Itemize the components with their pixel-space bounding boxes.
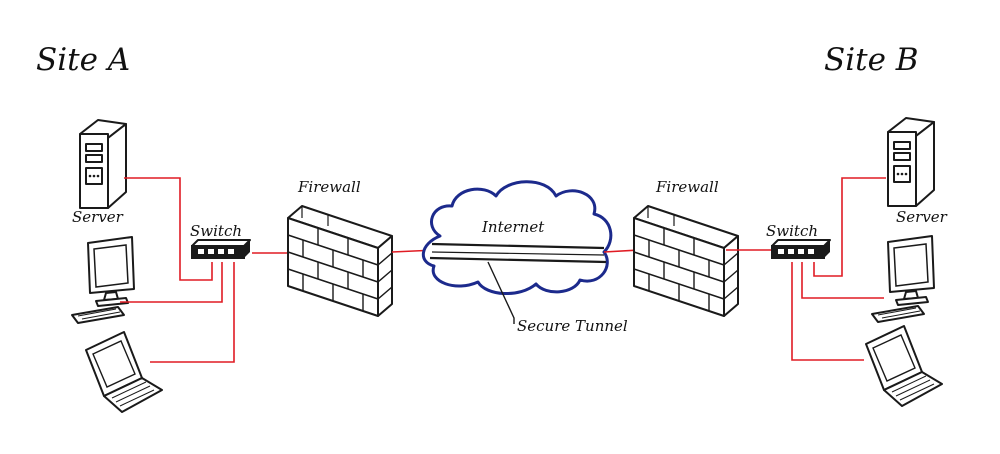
site-a-switch [191,239,251,259]
tunnel-pointer [487,261,515,324]
site-a-cables [120,177,292,363]
internet-cloud [422,180,613,296]
site-a-laptop [85,331,163,413]
site-a-firewall [287,205,393,317]
site-b-firewall [633,205,739,317]
site-a-firewall-label: Firewall [297,178,361,196]
site-b-server [887,117,935,207]
site-a-switch-label: Switch [190,222,242,240]
site-a-server [79,119,127,209]
site-b-laptop [865,325,943,407]
site-a-title: Site A [36,42,130,78]
site-b-title: Site B [824,42,919,78]
site-a-server-label: Server [72,208,124,226]
site-b-switch [771,239,831,259]
site-b-desktop [871,235,935,323]
site-a-desktop [71,236,135,324]
site-b-switch-label: Switch [766,222,818,240]
internet-label: Internet [481,218,545,236]
site-b-cables [791,177,886,361]
site-b-firewall-label: Firewall [655,178,719,196]
secure-tunnel [429,242,607,264]
site-b-server-label: Server [896,208,948,226]
secure-tunnel-label: Secure Tunnel [517,317,628,335]
